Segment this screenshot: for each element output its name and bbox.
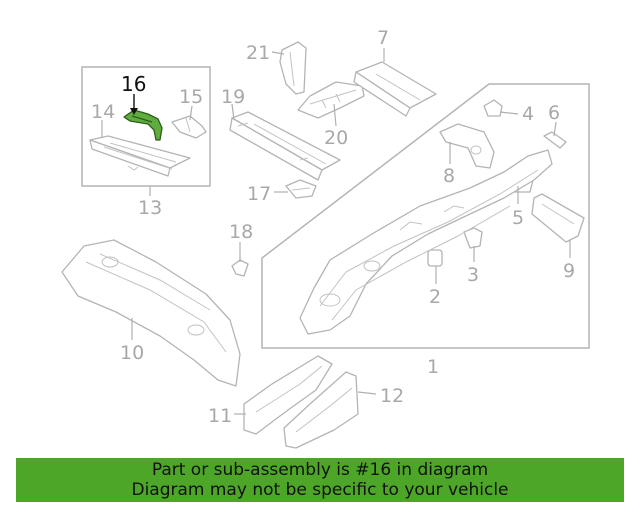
- callout-2: 2: [429, 286, 441, 308]
- part-18-bracket: [231, 259, 249, 277]
- callout-12: 12: [380, 385, 404, 407]
- leader-19: [231, 103, 235, 121]
- part-8-bracket: [439, 123, 495, 169]
- callout-6: 6: [548, 102, 560, 124]
- leader-21: [271, 51, 285, 55]
- part-16-highlighted-bracket: [123, 109, 163, 141]
- callout-5: 5: [512, 207, 524, 229]
- leader-20: [333, 103, 337, 127]
- part-17-bracket: [285, 179, 317, 199]
- callout-15: 15: [179, 86, 203, 108]
- banner-line-1: Part or sub-assembly is #16 in diagram: [151, 460, 489, 480]
- callout-10: 10: [120, 342, 144, 364]
- part-12-sill-outer: [283, 371, 359, 449]
- part-7-floor-panel: [353, 61, 437, 117]
- assembly-1-frame: [261, 83, 590, 349]
- leader-15: [189, 105, 193, 121]
- part-1-frame-assembly: [299, 149, 553, 335]
- part-11-sill: [243, 355, 333, 435]
- callout-18: 18: [229, 221, 253, 243]
- subassembly-13-frame: [81, 66, 211, 187]
- part-15-bracket: [171, 115, 207, 139]
- callout-1: 1: [427, 356, 439, 378]
- callout-8: 8: [443, 165, 455, 187]
- part-4-bracket: [483, 99, 503, 117]
- part-20-crossmember: [297, 81, 365, 119]
- leader-6: [553, 121, 557, 137]
- leader-16-arrow: [130, 108, 138, 115]
- callout-13: 13: [138, 197, 162, 219]
- callout-9: 9: [563, 260, 575, 282]
- part-9-side-panel: [531, 193, 585, 243]
- callout-16: 16: [121, 72, 146, 96]
- part-2-bushing: [427, 249, 443, 267]
- callout-20: 20: [324, 127, 348, 149]
- callout-19: 19: [221, 86, 245, 108]
- part-3-bracket: [463, 227, 483, 249]
- leader-12: [357, 391, 377, 395]
- callout-11: 11: [208, 405, 232, 427]
- part-6-plate: [543, 131, 567, 149]
- callout-3: 3: [467, 264, 479, 286]
- callout-17: 17: [247, 183, 271, 205]
- info-banner: Part or sub-assembly is #16 in diagram D…: [16, 458, 624, 502]
- leader-4: [499, 111, 519, 115]
- part-14-tray: [89, 135, 191, 177]
- banner-line-2: Diagram may not be specific to your vehi…: [131, 480, 509, 500]
- part-21-bracket: [279, 41, 307, 95]
- part-10-rear-rail: [61, 239, 241, 387]
- callout-14: 14: [91, 101, 115, 123]
- callout-4: 4: [522, 103, 534, 125]
- part-19-panel: [229, 111, 341, 181]
- callout-7: 7: [377, 27, 389, 49]
- callout-21: 21: [246, 42, 270, 64]
